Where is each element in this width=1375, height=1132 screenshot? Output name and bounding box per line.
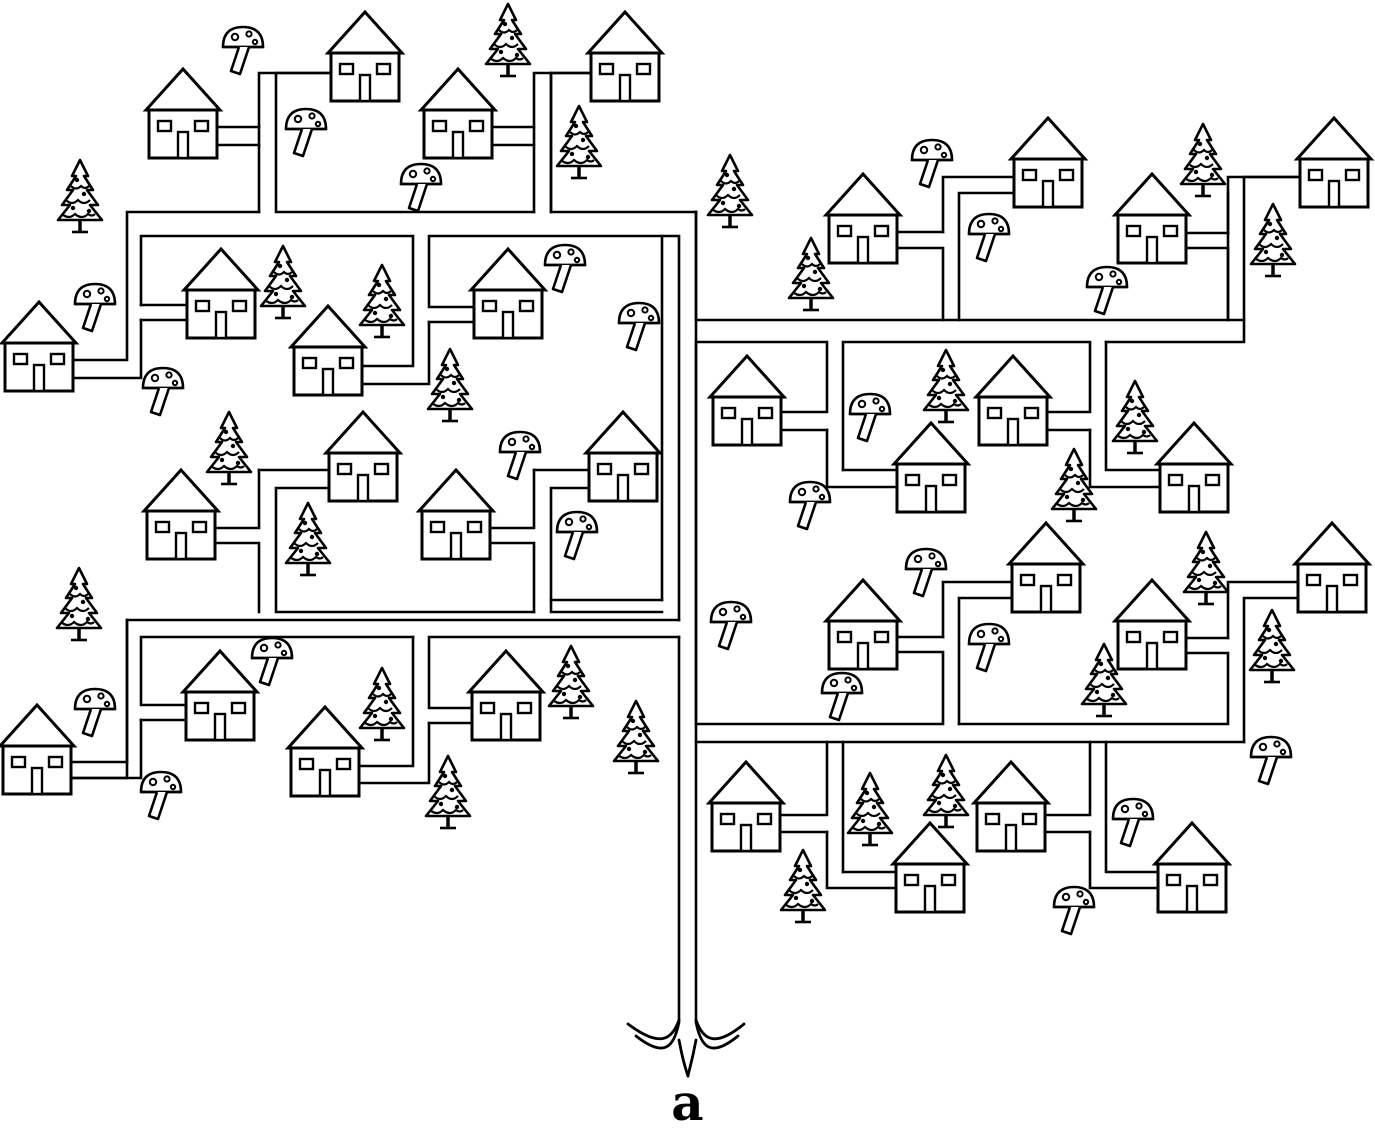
house-icon xyxy=(892,421,970,514)
pine-tree-icon xyxy=(205,410,253,486)
house-icon xyxy=(417,468,495,561)
house-icon xyxy=(469,247,547,340)
pine-tree-icon xyxy=(1249,202,1297,278)
house-icon xyxy=(824,172,902,265)
pine-tree-icon xyxy=(426,347,474,423)
mushroom-icon xyxy=(250,636,294,687)
pine-tree-icon xyxy=(56,158,104,234)
mushroom-icon xyxy=(788,480,832,531)
right-lower-middle-branch xyxy=(694,580,1302,744)
root-flare xyxy=(626,1018,746,1078)
pine-tree-icon xyxy=(55,566,103,642)
mushroom-icon xyxy=(848,392,892,443)
mushroom-icon xyxy=(399,162,443,213)
left-lower-branch xyxy=(68,618,681,785)
house-icon xyxy=(182,247,260,340)
pine-tree-icon xyxy=(787,236,835,312)
pine-tree-icon xyxy=(1248,608,1296,684)
mushroom-icon xyxy=(141,366,185,417)
pine-tree-icon xyxy=(484,2,532,78)
right-lowest-branch xyxy=(694,740,1246,890)
pine-tree-icon xyxy=(358,666,406,742)
house-icon xyxy=(707,760,785,853)
house-icon xyxy=(972,760,1050,853)
pine-tree-icon xyxy=(922,348,970,424)
mushroom-icon xyxy=(1111,797,1155,848)
house-icon xyxy=(326,10,404,103)
left-upper-branch xyxy=(70,71,698,622)
road-network xyxy=(68,71,1302,1078)
house-icon xyxy=(142,468,220,561)
house-icon xyxy=(1293,521,1371,614)
pine-tree-icon xyxy=(706,153,754,229)
mushroom-icon xyxy=(967,212,1011,263)
house-icon xyxy=(181,649,259,742)
house-icon xyxy=(286,705,364,798)
mushroom-icon xyxy=(820,671,864,722)
house-icon xyxy=(289,304,367,397)
pine-tree-icon xyxy=(1182,530,1230,606)
house-icon xyxy=(584,410,662,503)
house-icon xyxy=(824,578,902,671)
trees xyxy=(55,2,1297,924)
mushroom-icon xyxy=(1052,885,1096,936)
house-icon xyxy=(144,67,222,160)
pine-tree-icon xyxy=(779,848,827,924)
mushroom-icon xyxy=(555,510,599,561)
house-icon xyxy=(0,300,78,393)
mushroom-icon xyxy=(73,282,117,333)
mushroom-icon xyxy=(910,138,954,189)
houses xyxy=(0,10,1373,914)
figure-label: a xyxy=(671,1073,704,1132)
mushroom-icon xyxy=(284,107,328,158)
mushroom-icon xyxy=(139,770,183,821)
house-icon xyxy=(1295,116,1373,209)
pine-tree-icon xyxy=(612,699,660,775)
pine-tree-icon xyxy=(922,753,970,829)
house-icon xyxy=(1113,172,1191,265)
mushroom-icon xyxy=(1249,735,1293,786)
pine-tree-icon xyxy=(1111,379,1159,455)
house-icon xyxy=(974,354,1052,447)
pine-tree-icon xyxy=(846,771,894,847)
mushroom-icon xyxy=(967,622,1011,673)
mushroom-icon xyxy=(904,547,948,598)
house-icon xyxy=(0,703,76,796)
house-icon xyxy=(324,410,402,503)
pine-tree-icon xyxy=(424,754,472,830)
mushroom-icon xyxy=(617,301,661,352)
mushroom-icon xyxy=(221,25,265,76)
mushroom-icon xyxy=(709,600,753,651)
mushroom-icon xyxy=(1085,265,1129,316)
house-icon xyxy=(1113,578,1191,671)
house-icon xyxy=(708,354,786,447)
right-middle-branch xyxy=(694,318,1246,722)
house-icon xyxy=(1155,421,1233,514)
house-icon xyxy=(891,821,969,914)
pine-tree-icon xyxy=(284,501,332,577)
house-icon xyxy=(1153,821,1231,914)
house-icon xyxy=(1007,521,1085,614)
pine-tree-icon xyxy=(547,644,595,720)
pine-tree-icon xyxy=(555,104,603,180)
house-icon xyxy=(467,649,545,742)
pine-tree-icon xyxy=(1179,122,1227,198)
house-icon xyxy=(1009,116,1087,209)
mushroom-icon xyxy=(73,687,117,738)
pine-tree-icon xyxy=(259,244,307,320)
pine-tree-icon xyxy=(358,263,406,339)
mushroom-icon xyxy=(543,243,587,294)
house-icon xyxy=(586,10,664,103)
mushrooms xyxy=(73,25,1293,936)
right-upper-branch xyxy=(694,175,1302,322)
house-icon xyxy=(419,67,497,160)
